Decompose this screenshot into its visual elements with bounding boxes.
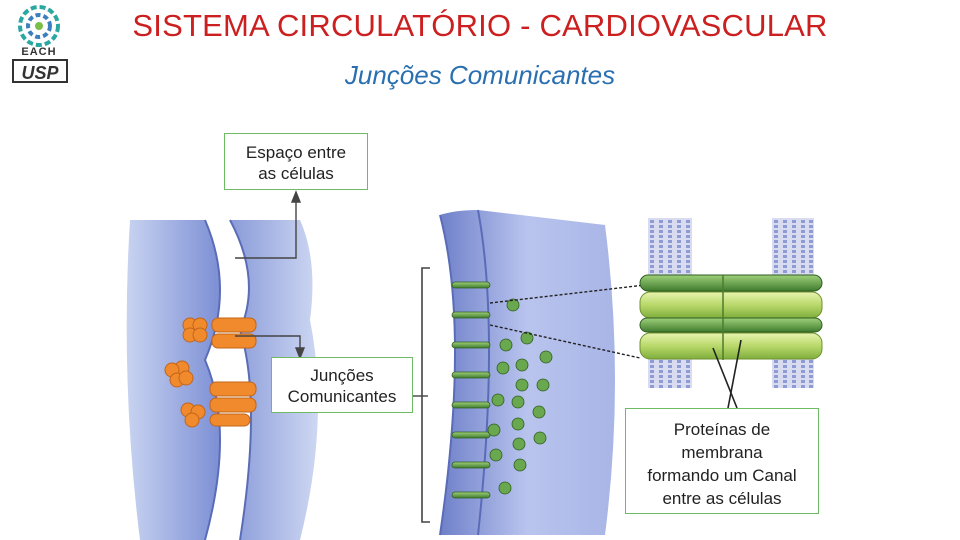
pointer-lines	[235, 190, 428, 397]
page-subtitle: Junções Comunicantes	[344, 60, 616, 90]
each-usp-logo: EACH USP	[8, 4, 70, 83]
bracket	[421, 267, 430, 523]
logo-emblem-icon	[18, 5, 60, 47]
page-title: SISTEMA CIRCULATÓRIO - CARDIOVASCULAR	[132, 8, 828, 43]
label-membrane-proteins: Proteínas de membrana formando um Canal …	[625, 408, 819, 514]
lipid-bilayer-closeup	[639, 218, 823, 390]
membrane-sheets	[439, 209, 615, 536]
logo-each-text: EACH	[21, 46, 57, 58]
membrane-proteins-orange	[164, 317, 257, 428]
protein-pointer-lines	[712, 339, 742, 409]
label-space-between-cells: Espaço entre as células	[224, 133, 368, 190]
connexon-rosettes	[487, 298, 553, 495]
logo-usp-text: USP	[12, 59, 68, 83]
label-gap-junctions: Junções Comunicantes	[271, 357, 413, 413]
connexon-channels	[451, 281, 491, 499]
